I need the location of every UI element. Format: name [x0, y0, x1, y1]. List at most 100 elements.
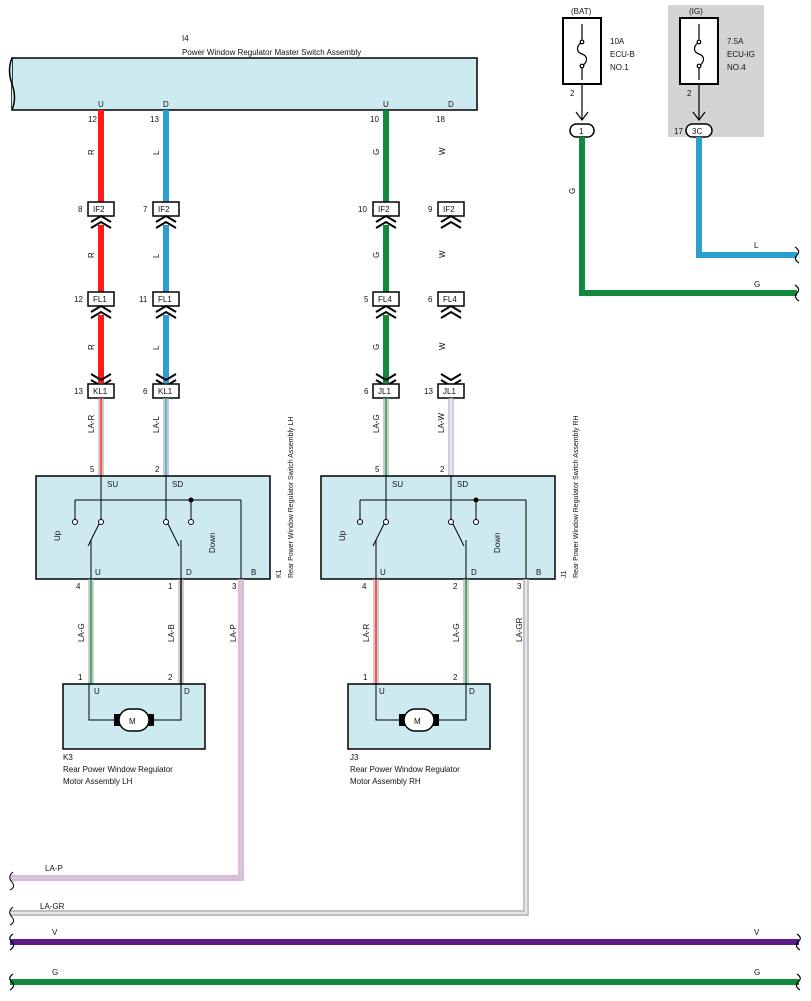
ig-rating: 7.5A: [727, 37, 744, 46]
if2-pin-10: 10: [358, 205, 367, 214]
fl1-pin-11: 11: [139, 295, 148, 304]
lh-wire-su-label: LA-R: [87, 415, 96, 433]
wire-v-break-left: [9, 933, 15, 951]
bat-fuse-no: NO.1: [610, 63, 629, 72]
wire-la-p: [10, 579, 244, 881]
lh-pin-sd: 2: [155, 465, 160, 474]
rh-up-label: Up: [338, 530, 347, 541]
master-pin-13: 13: [150, 115, 159, 124]
master-name: Power Window Regulator Master Switch Ass…: [182, 48, 361, 57]
kl1-pin-13: 13: [74, 387, 83, 396]
master-box-break: [8, 57, 16, 111]
rh-wire-sd-label: LA-W: [437, 413, 446, 433]
rh-motor-m: M: [414, 717, 421, 726]
wire-v-break-right: [795, 933, 801, 951]
wire-ig-l: [696, 137, 797, 258]
fl4-label-b: FL4: [443, 295, 457, 304]
master-pin-12: 12: [88, 115, 97, 124]
lh-su-label: SU: [107, 480, 118, 489]
lh-wire-b-label: LA-P: [229, 624, 238, 642]
wire-la-r-lh: [98, 398, 104, 476]
if2-label-d: IF2: [443, 205, 455, 214]
rh-down-label: Down: [493, 533, 502, 553]
connector-fl-row: [87, 291, 465, 319]
master-pin-10: 10: [370, 115, 379, 124]
if2-pin-8: 8: [78, 205, 83, 214]
rh-motor-name1: Rear Power Window Regulator: [350, 765, 460, 774]
fl4-pin-6: 6: [428, 295, 433, 304]
lh-pin-d: 1: [168, 582, 173, 591]
lh-sd-label: SD: [172, 480, 183, 489]
rh-motor-pin-u: 1: [363, 673, 368, 682]
fl4-label-a: FL4: [378, 295, 392, 304]
if2-pin-7: 7: [143, 205, 148, 214]
rh-motor-symbol: [399, 708, 439, 732]
rh-d-label: D: [471, 568, 477, 577]
ig-fuse-name: ECU-IG: [727, 50, 755, 59]
rh-switch-contacts: [357, 519, 479, 525]
fl1-label-b: FL1: [158, 295, 172, 304]
wire-g-break-left: [9, 973, 15, 991]
wire-la-g-rh-motor: [463, 579, 469, 684]
la-p-break: [9, 871, 15, 891]
rh-switch-name: Rear Power Window Regulator Switch Assem…: [573, 415, 580, 578]
lh-motor-pin-d: 2: [168, 673, 173, 682]
rh-motor-ref: J3: [350, 753, 359, 762]
connector-kl-jl-row: [87, 373, 465, 399]
lh-motor-u: U: [94, 687, 100, 696]
wire-g-break-right: [795, 973, 801, 991]
wire-la-r-rh: [373, 579, 379, 684]
wire-label-r3: R: [87, 344, 96, 350]
rh-pin-sd: 2: [440, 465, 445, 474]
wire-label-g2: G: [372, 252, 381, 258]
master-ref: I4: [182, 34, 189, 43]
if2-label-a: IF2: [93, 205, 105, 214]
rh-su-label: SU: [392, 480, 403, 489]
lh-junction-dot: [188, 497, 194, 503]
wire-la-g-rh: [383, 398, 389, 476]
lh-switch-name: Rear Power Window Regulator Switch Assem…: [288, 417, 295, 578]
master-pin-u2: U: [383, 100, 389, 109]
jl1-label-b: JL1: [443, 387, 456, 396]
fl1-label-a: FL1: [93, 295, 107, 304]
ig-header: (IG): [689, 7, 703, 16]
lh-switch-schematic: [74, 476, 242, 579]
lh-motor-ref: K3: [63, 753, 73, 762]
wire-la-gr: [10, 579, 529, 916]
lh-pin-u: 4: [76, 582, 81, 591]
wire-label-g3: G: [372, 344, 381, 350]
rh-wire-su-label: LA-G: [372, 414, 381, 433]
rh-b-label: B: [536, 568, 541, 577]
jl1-pin-6: 6: [364, 387, 369, 396]
right-g-horizontal-label: G: [754, 280, 760, 289]
bottom-g-left: G: [52, 968, 58, 977]
rh-motor-schematic: [375, 684, 467, 721]
if2-label-b: IF2: [158, 205, 170, 214]
ig-connector-label: 3C: [692, 127, 702, 136]
rh-pin-su: 5: [375, 465, 380, 474]
wire-label-l2: L: [152, 253, 161, 258]
rh-switch-ref: J1: [561, 571, 568, 579]
lh-motor-name2: Motor Assembly LH: [63, 777, 133, 786]
lh-motor-schematic: [88, 684, 182, 721]
lh-motor-m: M: [129, 717, 136, 726]
lh-wire-u-label: LA-G: [77, 623, 86, 642]
rh-wire-b-label: LA-GR: [515, 617, 524, 642]
bat-connector-label: 1: [579, 127, 584, 136]
wire-label-r2: R: [87, 252, 96, 258]
lh-switch-contacts: [72, 519, 194, 525]
master-pin-18: 18: [436, 115, 445, 124]
wire-la-b-lh: [178, 579, 184, 684]
rh-motor-pin-d: 2: [453, 673, 458, 682]
wire-la-l-lh: [163, 398, 169, 476]
jl1-label-a: JL1: [378, 387, 391, 396]
ig-arrow: [692, 84, 706, 121]
lh-switch-box: [35, 475, 271, 580]
lh-motor-pin-u: 1: [78, 673, 83, 682]
lh-wire-sd-label: LA-L: [152, 416, 161, 433]
bottom-v-right: V: [754, 928, 760, 937]
connector-if2-row: [87, 201, 465, 229]
wire-g-break: [794, 284, 800, 302]
ig-fuse-symbol: [693, 24, 705, 80]
ig-connector-pin: 17: [674, 127, 683, 136]
